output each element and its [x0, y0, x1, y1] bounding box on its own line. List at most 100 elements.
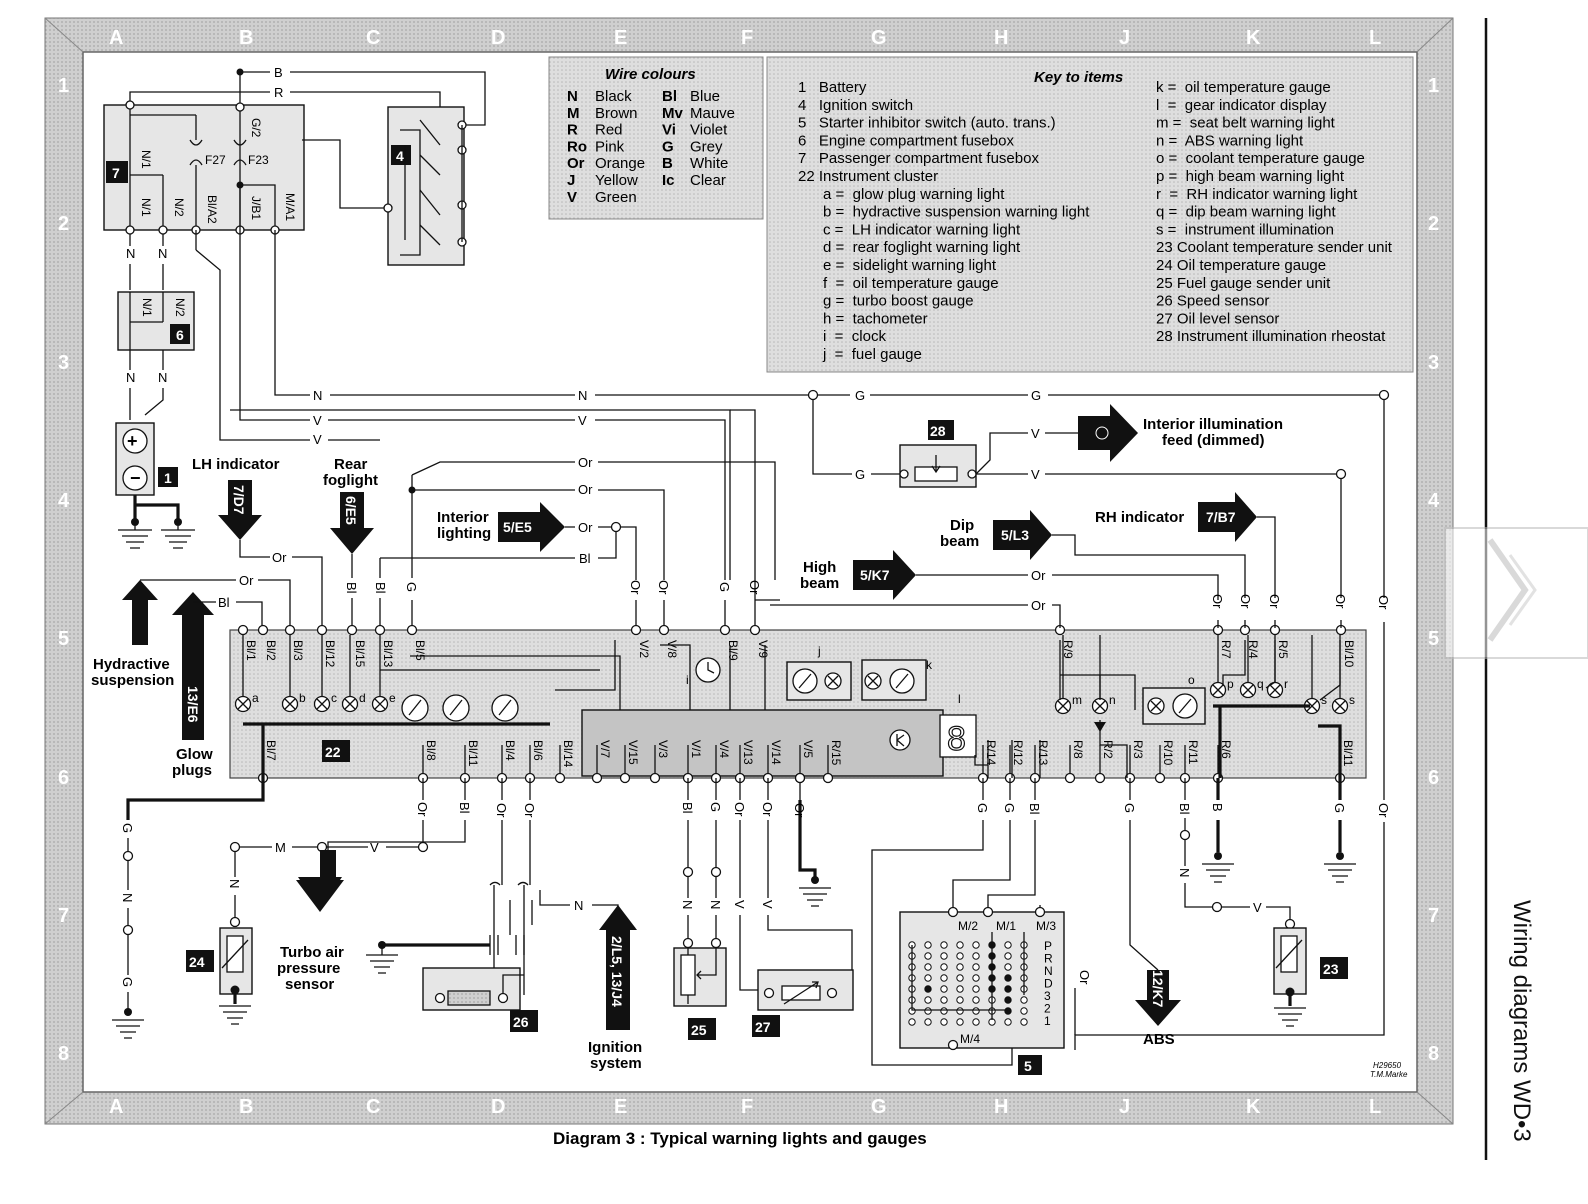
cluster-pin-label: V/2 [637, 640, 651, 658]
inhibitor-contact [972, 996, 980, 1004]
svg-text:N: N [574, 898, 583, 913]
inhibitor-contact [940, 952, 948, 960]
inhibitor-contact [1020, 1007, 1028, 1015]
grid-row-right: 2 [1428, 213, 1439, 235]
item-number-28: 28 [930, 423, 946, 439]
svg-text:Or: Or [1267, 594, 1282, 609]
inhibitor-contact [956, 941, 964, 949]
svg-text:N: N [120, 893, 135, 902]
wire-colour-name: Mauve [690, 105, 735, 122]
wire-colour-code: Mv [662, 105, 683, 122]
svg-text:Or: Or [1077, 970, 1092, 985]
gear-position-letter: 2 [1044, 1002, 1051, 1016]
wire-colour-code: Vi [662, 122, 676, 139]
engine-fusebox-6: N N 6 N/1 N/2 N N [117, 234, 195, 420]
key-item: q = dip beam warning light [1156, 204, 1337, 221]
svg-text:c: c [331, 691, 337, 705]
grid-col-bottom: A [109, 1096, 123, 1118]
svg-text:N/2: N/2 [173, 298, 187, 317]
key-item: d = rear foglight warning light [798, 239, 1021, 256]
svg-text:G/2: G/2 [249, 118, 263, 138]
rh-indicator-ref: 7/B7 [1206, 509, 1236, 525]
wire-colour-code: Or [567, 155, 585, 172]
item-number-25: 25 [691, 1022, 707, 1038]
item-number-1: 1 [164, 470, 172, 486]
cluster-pin-label: V/14 [769, 740, 783, 765]
cluster-pin-top [316, 624, 328, 636]
interior-lighting-ref: 5/E5 [503, 519, 532, 535]
svg-text:Or: Or [415, 802, 430, 817]
cluster-pin-label: Bl/5 [413, 640, 427, 661]
svg-text:F27: F27 [205, 153, 226, 167]
svg-text:G: G [1122, 803, 1137, 813]
svg-text:Bl: Bl [457, 802, 472, 814]
svg-text:M/3: M/3 [1036, 919, 1056, 933]
glow-plugs-ref: 13/E6 [185, 686, 201, 723]
grid-row-right: 6 [1428, 767, 1439, 789]
item-number-26: 26 [513, 1014, 529, 1030]
key-item: b = hydractive suspension warning light [798, 204, 1090, 221]
cluster-pin-label: R/8 [1071, 740, 1085, 759]
wire-colour-name: Grey [690, 138, 723, 155]
turbo-air-pressure-callout: Bl Turbo air pressure sensor [277, 778, 472, 993]
wire-colour-name: White [690, 155, 728, 172]
svg-text:p: p [1227, 677, 1234, 691]
cluster-pin-label: Bl/14 [561, 740, 575, 768]
svg-text:N: N [227, 879, 242, 888]
svg-text:G: G [717, 582, 732, 592]
svg-text:V: V [1253, 900, 1262, 915]
cluster-pin-label: V/4 [717, 740, 731, 758]
glow-plugs-label-2: plugs [172, 762, 212, 779]
turbo-label-3: sensor [285, 976, 334, 993]
grid-row-right: 1 [1428, 75, 1439, 97]
wire-colour-code: Ic [662, 172, 675, 189]
cluster-pin-top [284, 624, 296, 636]
svg-text:N: N [158, 246, 167, 261]
wire-colour-name: Orange [595, 155, 645, 172]
svg-text:Or: Or [656, 580, 671, 595]
ignition-switch-4: 4 [195, 106, 467, 300]
rh-indicator-callout: RH indicator 7/B7 Or Or Or Or Or Or [1074, 399, 1391, 1050]
grid-row-left: 7 [58, 905, 69, 927]
inhibitor-contact [1004, 963, 1012, 971]
wire-colour-code: B [662, 155, 673, 172]
grid-row-right: 7 [1428, 905, 1439, 927]
cluster-pin-label: Bl/15 [353, 640, 367, 668]
svg-text:s: s [1321, 693, 1327, 707]
high-beam-ref: 5/K7 [860, 567, 890, 583]
wire-colour-name: Yellow [595, 172, 638, 189]
cluster-pin-label: V/13 [741, 740, 755, 765]
cluster-pin-bottom [554, 772, 566, 784]
glow-plugs-callout: 13/E6 Glow plugs Bl [172, 592, 263, 779]
key-item: 4 Ignition switch [798, 97, 913, 114]
turbo-label-2: pressure [277, 960, 340, 977]
svg-text:N/1: N/1 [140, 298, 154, 317]
svg-text:Bl: Bl [373, 582, 388, 594]
ignition-label-2: system [590, 1055, 642, 1072]
wire-colour-code: Ro [567, 138, 587, 155]
inhibitor-contact [940, 963, 948, 971]
svg-text:G: G [855, 467, 865, 482]
grid-col-bottom: K [1246, 1096, 1261, 1118]
key-item: l = gear indicator display [1156, 97, 1327, 114]
svg-text:V: V [760, 900, 775, 909]
wire-colour-code: J [567, 172, 575, 189]
cluster-pin-label: R/4 [1246, 640, 1260, 659]
cluster-pin-top [346, 624, 358, 636]
key-item: 6 Engine compartment fusebox [798, 132, 1014, 149]
svg-text:l: l [958, 692, 961, 706]
svg-text:Bl: Bl [1177, 803, 1192, 815]
rear-foglight-label-2: foglight [323, 472, 378, 489]
inhibitor-contact [956, 985, 964, 993]
dip-beam-callout: Dip beam 5/L3 [940, 510, 1246, 598]
gear-position-letter: 3 [1044, 989, 1051, 1003]
svg-text:M/A1: M/A1 [283, 193, 297, 221]
inhibitor-contact [972, 1007, 980, 1015]
svg-text:Or: Or [1210, 594, 1225, 609]
cluster-pin-label: Bl/13 [381, 640, 395, 668]
svg-text:B: B [274, 65, 283, 80]
high-beam-label-1: High [803, 559, 836, 576]
inhibitor-contact [940, 996, 948, 1004]
svg-text:Or: Or [272, 550, 287, 565]
